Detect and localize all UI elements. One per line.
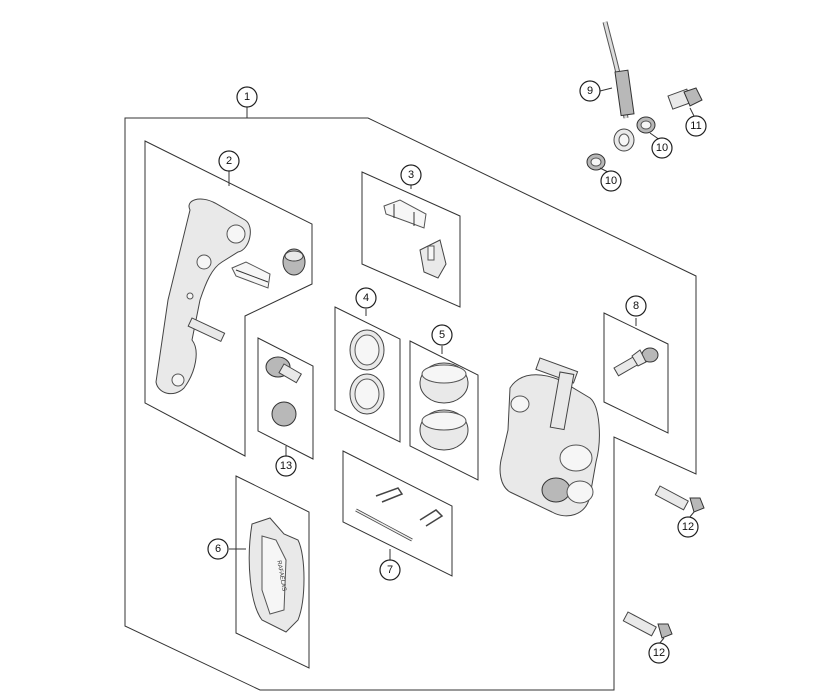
svg-text:12: 12 bbox=[653, 647, 665, 659]
svg-text:9: 9 bbox=[587, 85, 593, 97]
pad-pin-part bbox=[355, 508, 413, 542]
callout-13: 13 bbox=[275, 455, 297, 477]
guide-boot-part bbox=[265, 356, 303, 427]
svg-text:3: 3 bbox=[408, 169, 414, 181]
brake-line-part bbox=[602, 21, 635, 152]
caliper-bracket-part bbox=[155, 198, 251, 395]
group-frame-2 bbox=[144, 140, 313, 457]
caliper-housing-part bbox=[499, 357, 600, 517]
callout-11: 11 bbox=[685, 115, 707, 137]
callout-6: 6 bbox=[207, 538, 229, 560]
callout-8: 8 bbox=[625, 295, 647, 317]
svg-text:6: 6 bbox=[215, 543, 221, 555]
group-frame-3 bbox=[361, 171, 461, 308]
r-clip-part bbox=[375, 487, 444, 527]
svg-text:12: 12 bbox=[682, 521, 694, 533]
sealing-washer-part bbox=[586, 116, 656, 171]
callout-9: 9 bbox=[579, 80, 601, 102]
callout-7: 7 bbox=[379, 559, 401, 581]
svg-text:10: 10 bbox=[656, 142, 668, 154]
group-frame-8 bbox=[603, 312, 669, 434]
group-frame-13 bbox=[257, 337, 314, 460]
brake-pad-part: RAFAELAS bbox=[248, 517, 305, 633]
bracket-boot-part bbox=[282, 248, 306, 276]
banjo-bolt-part bbox=[667, 87, 703, 110]
pad-retainer-part bbox=[419, 239, 447, 279]
mounting-bolt-lower-part bbox=[622, 611, 673, 639]
group-frame-5 bbox=[409, 340, 479, 481]
piston-seal-part bbox=[349, 329, 385, 415]
group-frame-7 bbox=[342, 450, 453, 577]
callout-4: 4 bbox=[355, 287, 377, 309]
callout-5: 5 bbox=[431, 324, 453, 346]
callout-12-upper: 12 bbox=[677, 516, 699, 538]
svg-text:7: 7 bbox=[387, 564, 393, 576]
pad-clip-part bbox=[383, 199, 427, 229]
brake-pad-imprint: RAFAELAS bbox=[275, 560, 286, 592]
callout-12-lower: 12 bbox=[648, 642, 670, 664]
assembly-frame-1 bbox=[124, 117, 697, 691]
svg-text:11: 11 bbox=[690, 120, 701, 132]
callout-1: 1 bbox=[236, 86, 258, 108]
svg-text:2: 2 bbox=[226, 155, 232, 167]
mounting-bolt-upper-part bbox=[654, 485, 705, 513]
svg-text:10: 10 bbox=[605, 175, 617, 187]
bracket-pad-spring-part bbox=[231, 261, 271, 289]
svg-text:8: 8 bbox=[633, 300, 639, 312]
bleeder-valve-part bbox=[613, 347, 659, 377]
callout-10-lower: 10 bbox=[600, 170, 622, 192]
svg-text:1: 1 bbox=[244, 91, 250, 103]
callout-2: 2 bbox=[218, 150, 240, 172]
callout-10-upper: 10 bbox=[651, 137, 673, 159]
callout-3: 3 bbox=[400, 164, 422, 186]
svg-text:5: 5 bbox=[439, 329, 445, 341]
svg-text:13: 13 bbox=[280, 460, 292, 472]
group-frame-6 bbox=[235, 475, 310, 669]
group-frame-4 bbox=[334, 306, 401, 443]
caliper-piston-part bbox=[419, 362, 469, 451]
svg-text:4: 4 bbox=[363, 292, 369, 304]
